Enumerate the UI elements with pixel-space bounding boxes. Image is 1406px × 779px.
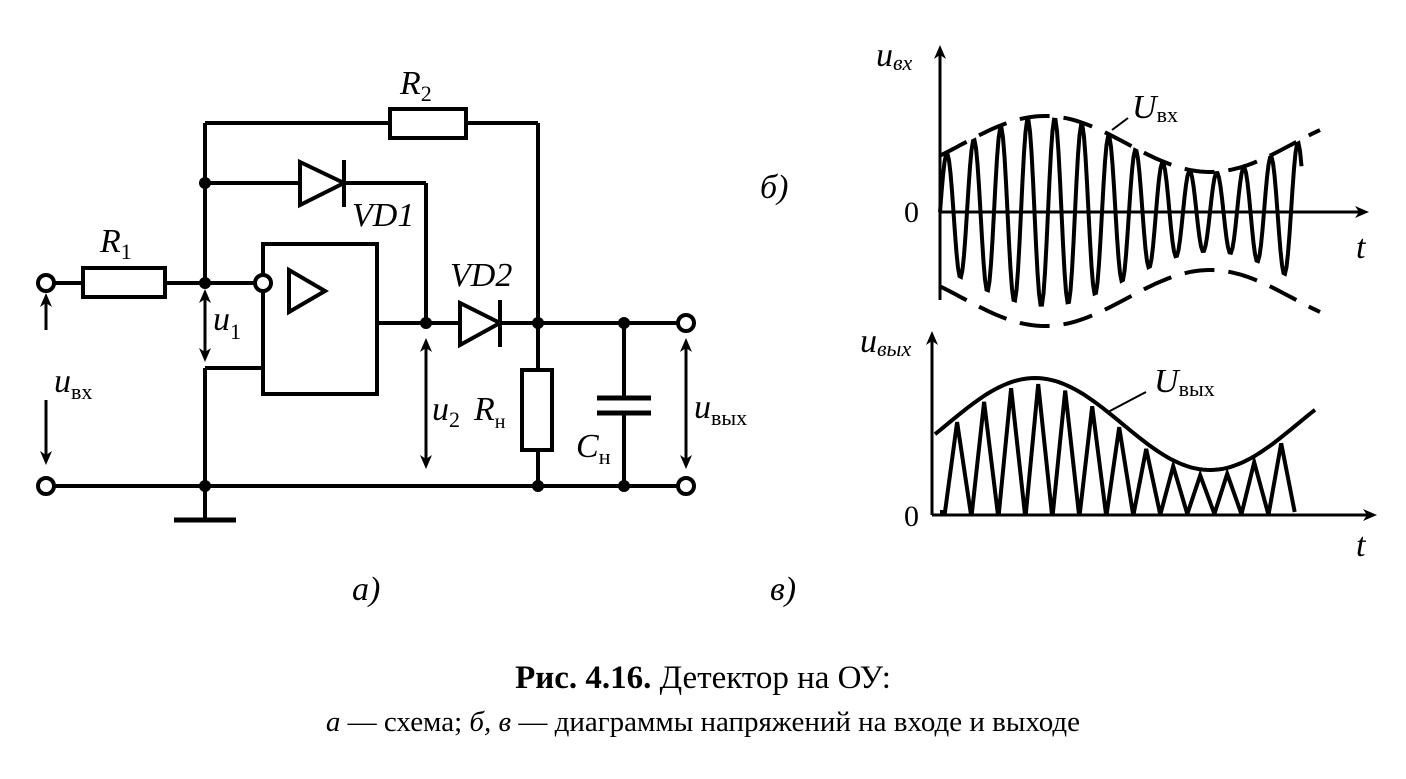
output-terminal-top	[676, 313, 696, 333]
label-u-out: uвых	[694, 389, 747, 430]
label-cn: Cн	[576, 428, 611, 469]
caption-description: а — схема; б, в — диаграммы напряжений н…	[0, 706, 1406, 739]
panel-label-a: а)	[352, 571, 380, 608]
label-u2: u2	[432, 391, 460, 432]
label-u-in: uвх	[54, 363, 92, 404]
diode-vd2	[458, 299, 505, 349]
label-r1: R1	[99, 223, 132, 264]
panel-label-b: б)	[760, 169, 788, 206]
envelope-label-u-out: Uвых	[1154, 363, 1215, 401]
axis-label-u-out: uвых	[860, 323, 911, 361]
label-rn: Rн	[473, 391, 506, 433]
input-terminal-bottom	[36, 476, 56, 496]
op-amp-triangle-symbol	[287, 266, 329, 316]
op-amp-body	[261, 242, 379, 396]
input-terminal-top	[36, 273, 56, 293]
caption-letters-bc: б, в	[469, 706, 512, 738]
zero-label-output: 0	[904, 500, 919, 533]
axis-label-u-in: uвх	[876, 37, 913, 75]
panel-label-c: в)	[770, 571, 796, 608]
diagram-input-voltage: uвх 0 t Uвх б)	[760, 37, 1369, 328]
label-r2: R2	[399, 65, 432, 106]
caption-text-2: — диаграммы напряжений на входе и выходе	[511, 706, 1081, 738]
input-envelope-upper	[939, 114, 1321, 174]
caption-text-1: — схема;	[340, 706, 470, 738]
diode-vd1	[298, 158, 349, 209]
label-vd1: VD1	[352, 197, 414, 234]
caption-title-text: Детектор на ОУ:	[651, 660, 891, 696]
caption-letter-a: а	[325, 706, 341, 738]
op-amp-inverting-input	[253, 273, 273, 293]
caption-title: Рис. 4.16. Детектор на ОУ:	[0, 660, 1406, 697]
output-envelope	[933, 375, 1317, 473]
output-terminal-bottom	[676, 476, 696, 496]
junction-dots	[199, 177, 630, 492]
zero-label-input: 0	[904, 196, 919, 229]
axis-label-t-output: t	[1356, 527, 1367, 564]
label-u1: u1	[213, 301, 241, 344]
diagram-output-voltage: uвых 0 t Uвых в)	[770, 323, 1377, 608]
output-pulse-waveform	[940, 383, 1297, 514]
voltage-arrows	[40, 289, 692, 469]
leader-u-out	[1107, 391, 1147, 413]
circuit-labels: R1 R2 VD1 VD2 u1 uвх u2 Rн Cн uвых а)	[54, 65, 747, 608]
leader-u-in	[1111, 117, 1129, 131]
envelope-label-u-in: Uвх	[1132, 89, 1178, 127]
resistor-r2	[388, 107, 468, 140]
label-vd2: VD2	[450, 257, 512, 294]
axis-label-t-input: t	[1356, 229, 1367, 266]
resistor-r1	[81, 266, 167, 299]
input-envelope-lower	[939, 268, 1321, 328]
caption-number: Рис. 4.16.	[515, 660, 652, 696]
input-carrier-waveform	[938, 117, 1304, 307]
resistor-rn	[520, 368, 554, 452]
